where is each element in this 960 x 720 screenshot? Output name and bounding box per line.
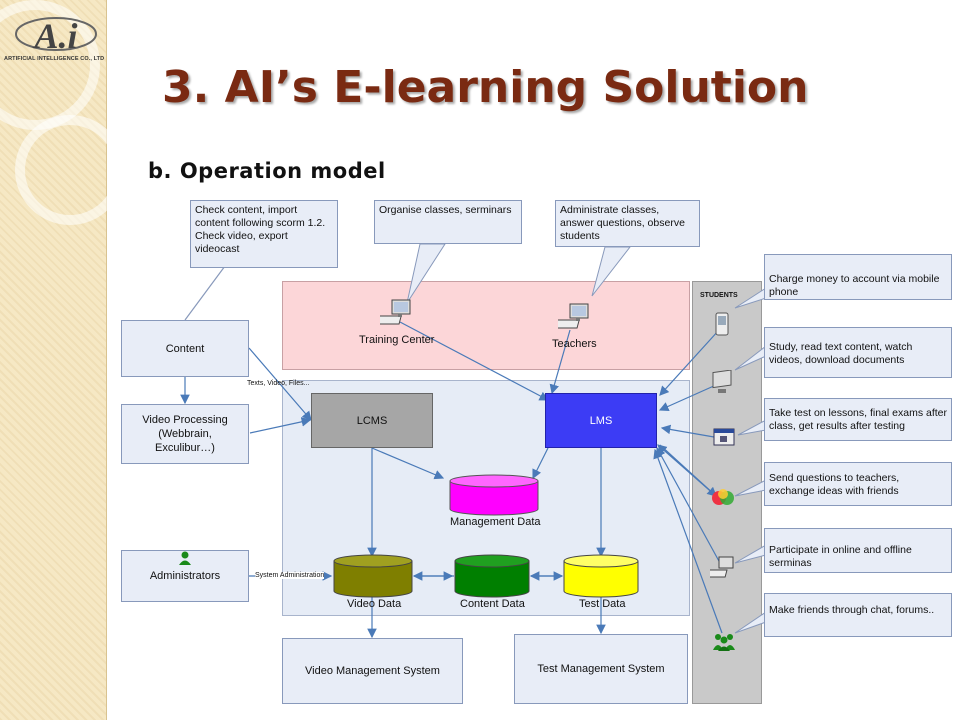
decorative-sidebar: [0, 0, 125, 720]
video-data-cylinder: [333, 554, 413, 598]
content-node: Content: [121, 320, 249, 377]
test-data-cylinder: [563, 554, 639, 598]
lms-node: LMS: [545, 393, 657, 448]
training-center-computer-icon: [380, 299, 411, 325]
student-callout-friends: Make friends through chat, forums..: [764, 593, 952, 637]
video-data-label: Video Data: [347, 598, 402, 610]
company-logo: A.i: [15, 16, 97, 56]
svg-text:A.i: A.i: [32, 16, 77, 56]
teachers-note-callout: Administrate classes, answer questions, …: [555, 200, 700, 247]
test-management-system-node: Test Management System: [514, 634, 688, 704]
student-callout-study: Study, read text content, watch videos, …: [764, 327, 952, 378]
management-data-label: Management Data: [450, 516, 541, 528]
training-note-callout: Organise classes, serminars: [374, 200, 522, 244]
teachers-computer-icon: [558, 303, 589, 329]
group-users-icon: [713, 634, 735, 651]
monitor-icon: [712, 370, 732, 393]
decor-circle: [15, 115, 125, 225]
page-title: 3. AI’s E-learning Solution: [162, 62, 809, 113]
administrators-node: Administrators: [121, 550, 249, 602]
test-data-label: Test Data: [579, 598, 626, 610]
content-note-callout: Check content, import content following …: [190, 200, 338, 268]
teachers-label: Teachers: [552, 338, 597, 350]
test-window-icon: [713, 428, 735, 446]
computer-user-icon: [710, 556, 734, 578]
page-subtitle: b. Operation model: [148, 159, 386, 183]
admin-user-icon: [179, 551, 191, 565]
video-processing-node: Video Processing (Webbrain, Exculibur…): [121, 404, 249, 464]
mobile-phone-icon: [715, 312, 729, 336]
student-callout-charge: Charge money to account via mobile phone: [764, 254, 952, 300]
lcms-node: LCMS: [311, 393, 433, 448]
content-data-cylinder: [454, 554, 530, 598]
chat-icon: [712, 489, 734, 505]
training-center-label: Training Center: [359, 334, 435, 346]
management-data-cylinder: [449, 474, 539, 516]
texts-edge-label: Texts, Video, Files...: [247, 380, 310, 387]
student-callout-participate: Participate in online and offline sermin…: [764, 528, 952, 573]
teaching-region: [282, 281, 690, 370]
sysadmin-edge-label: System Administration: [255, 572, 325, 579]
students-header: STUDENTS: [700, 292, 738, 299]
content-data-label: Content Data: [460, 598, 525, 610]
logo-caption: ARTIFICIAL INTELLIGENCE CO., LTD: [4, 56, 105, 62]
student-callout-test: Take test on lessons, final exams after …: [764, 398, 952, 441]
video-management-system-node: Video Management System: [282, 638, 463, 704]
student-callout-questions: Send questions to teachers, exchange ide…: [764, 462, 952, 506]
